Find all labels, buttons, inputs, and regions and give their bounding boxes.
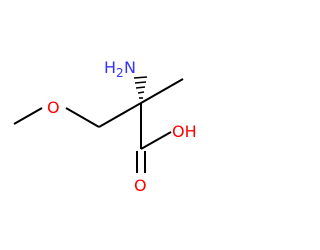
hashed-wedge-bond bbox=[133, 76, 148, 99]
hydroxyl-label: OH bbox=[172, 122, 197, 141]
carbonyl-oxygen-label: O bbox=[134, 176, 147, 195]
amine-subscript: 2 bbox=[116, 66, 124, 80]
chemical-structure: H 2 N O OH O bbox=[13, 58, 197, 195]
amine-h: H bbox=[104, 58, 116, 77]
bond-carboxyl-hydroxyl bbox=[140, 131, 172, 150]
amine-n: N bbox=[124, 58, 136, 77]
ether-oxygen-label: O bbox=[47, 98, 60, 117]
bond-methyl-ether-oxygen bbox=[13, 107, 43, 125]
bond-quaternary-carbon-methyl bbox=[140, 78, 184, 104]
bond-ether-oxygen-ch2 bbox=[65, 107, 100, 128]
bonds bbox=[13, 78, 184, 173]
bond-ch2-quaternary-carbon bbox=[98, 102, 142, 128]
amine-label: H 2 N bbox=[104, 58, 136, 80]
